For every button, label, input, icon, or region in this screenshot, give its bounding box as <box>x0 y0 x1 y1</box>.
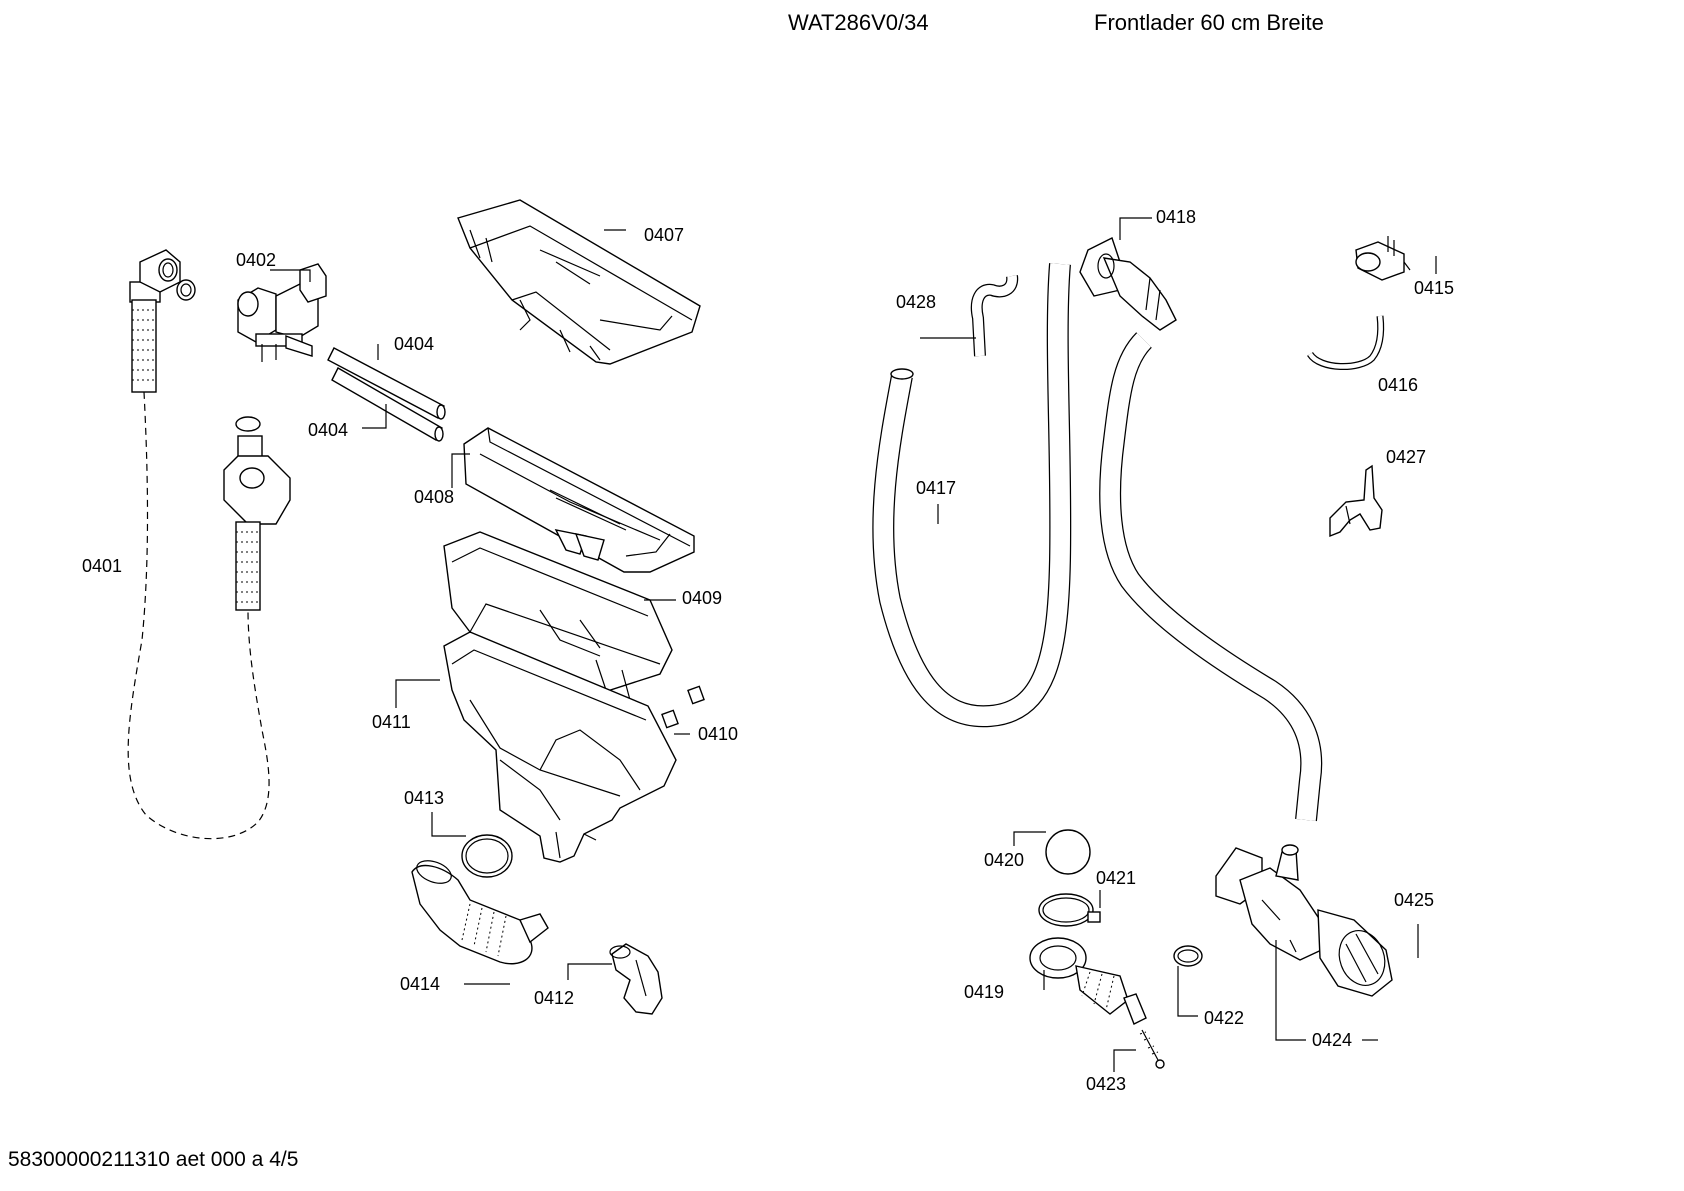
part-0414-bellows-hose[interactable] <box>411 856 549 965</box>
callout-0421: 0421 <box>1096 868 1136 888</box>
part-0409-dispenser-housing-upper[interactable] <box>443 531 673 701</box>
callout-0424: 0424 <box>1312 1030 1352 1050</box>
part-0407-dispenser-cover[interactable] <box>457 199 701 365</box>
model-number: WAT286V0/34 <box>788 10 929 35</box>
callout-0404-upper: 0404 <box>394 334 434 354</box>
callout-0413: 0413 <box>404 788 444 808</box>
part-0413-seal-ring[interactable] <box>461 834 513 878</box>
leader-0402 <box>270 269 311 282</box>
callout-0402: 0402 <box>236 250 276 270</box>
callout-0416: 0416 <box>1378 375 1418 395</box>
part-0404-tube-upper[interactable] <box>327 347 446 420</box>
part-0423-float-rod[interactable] <box>1139 1029 1165 1069</box>
callout-0410: 0410 <box>698 724 738 744</box>
part-0422-small-clamp[interactable] <box>1173 945 1203 967</box>
callout-0409: 0409 <box>682 588 722 608</box>
part-0401-inlet-hose[interactable] <box>127 249 291 840</box>
callout-0422: 0422 <box>1204 1008 1244 1028</box>
callout-0418: 0418 <box>1156 207 1196 227</box>
leader-0413 <box>431 812 466 837</box>
callout-0420: 0420 <box>984 850 1024 870</box>
part-0417-drain-hose[interactable] <box>872 263 1072 728</box>
part-0425-drain-pump[interactable] <box>1215 844 1393 997</box>
callout-0427: 0427 <box>1386 447 1426 467</box>
part-0415-pressure-switch[interactable] <box>1355 236 1411 281</box>
leader-0418 <box>1119 217 1152 240</box>
part-0418-outlet-hose[interactable] <box>1079 237 1323 822</box>
callout-0419: 0419 <box>964 982 1004 1002</box>
callout-0412: 0412 <box>534 988 574 1008</box>
part-0408-detergent-drawer[interactable] <box>463 427 695 573</box>
part-0404-tube-lower[interactable] <box>331 367 444 442</box>
leader-0420 <box>1013 831 1046 846</box>
leader-0412 <box>567 963 612 980</box>
callout-0415: 0415 <box>1414 278 1454 298</box>
part-0411-dispenser-housing-lower[interactable] <box>443 631 677 863</box>
appliance-description: Frontlader 60 cm Breite <box>1094 10 1324 35</box>
part-0410-plug-upper[interactable] <box>687 685 705 705</box>
part-0402-inlet-valve[interactable] <box>237 263 327 362</box>
callout-0401: 0401 <box>82 556 122 576</box>
leader-0422 <box>1177 966 1198 1017</box>
part-0410-plug-lower[interactable] <box>661 709 679 729</box>
part-0412-elbow[interactable] <box>609 943 663 1015</box>
leader-0404-lower <box>362 404 387 429</box>
leader-0411 <box>395 679 440 708</box>
leader-0424 <box>1275 940 1306 1041</box>
callout-0407: 0407 <box>644 225 684 245</box>
callout-0411: 0411 <box>372 712 411 732</box>
part-0416-pressure-hose[interactable] <box>1307 315 1385 371</box>
callout-0408: 0408 <box>414 487 454 507</box>
part-0420-ball[interactable] <box>1045 829 1091 875</box>
leader-0423 <box>1113 1049 1136 1072</box>
callout-0428: 0428 <box>896 292 936 312</box>
leader-0408 <box>451 453 470 488</box>
callout-0404-lower: 0404 <box>308 420 348 440</box>
part-0419-sump-hose[interactable] <box>1029 937 1147 1025</box>
callout-0414: 0414 <box>400 974 440 994</box>
document-code: 58300000211310 aet 000 a 4/5 <box>8 1148 299 1171</box>
part-0427-hose-holder[interactable] <box>1329 464 1383 538</box>
part-0428-small-hose[interactable] <box>970 275 1019 357</box>
callout-0425: 0425 <box>1394 890 1434 910</box>
callout-0417: 0417 <box>916 478 956 498</box>
callout-0423: 0423 <box>1086 1074 1126 1094</box>
part-0421-hose-clamp[interactable] <box>1038 893 1101 927</box>
